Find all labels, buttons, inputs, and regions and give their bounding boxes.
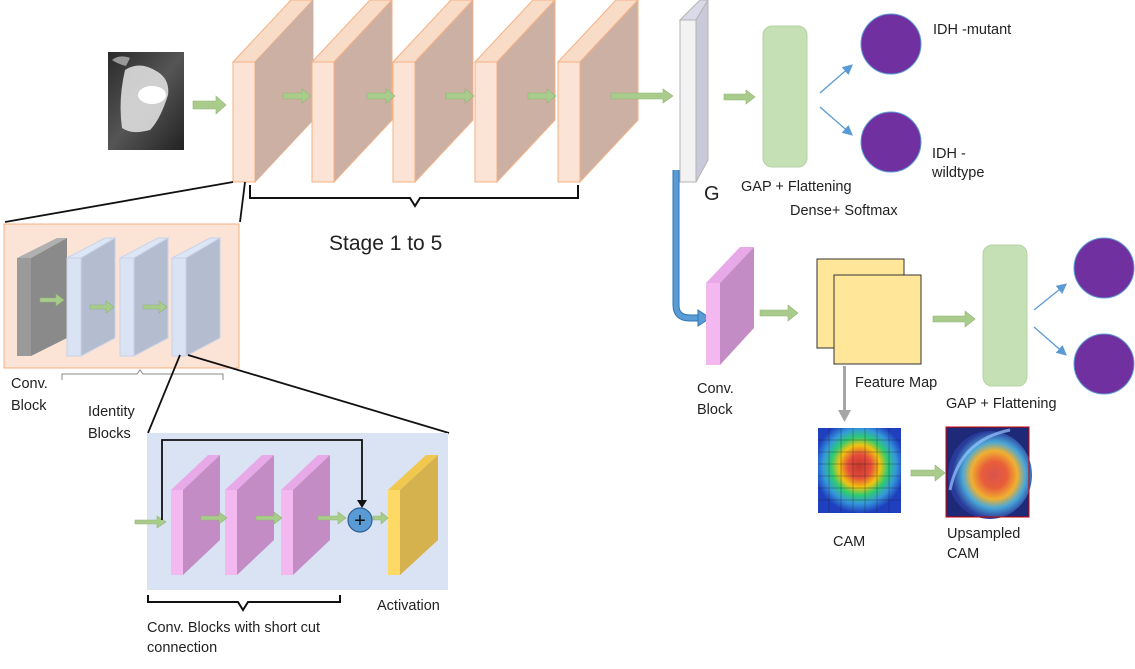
conv-block-right: [706, 247, 754, 365]
upsampled-cam: [945, 426, 1032, 519]
blue-branch-arrow: [672, 170, 700, 322]
arrow-input: [192, 95, 227, 115]
class-arrows-top: [819, 64, 853, 136]
conv-block-magenta-3: [281, 455, 330, 575]
arrow-g: [723, 89, 756, 105]
activation-block: [388, 455, 438, 575]
identity-blocks-label-2: Blocks: [88, 426, 131, 442]
cam-label: CAM: [833, 534, 866, 550]
arrow-s2: [366, 88, 396, 104]
upsampled-cam-label-1: Upsampled: [947, 526, 1021, 542]
dense-softmax-label: Dense+ Softmax: [790, 203, 898, 219]
stage-block-2: [310, 0, 393, 184]
stage-bracket: [249, 185, 579, 208]
idh-wildtype-label-1: IDH -: [932, 146, 966, 162]
green-arrows-identity: [39, 293, 168, 314]
stage-block-4: [473, 0, 556, 184]
class-node-idh-wildtype: [860, 111, 922, 173]
blue-branch-arrow-inner: [673, 170, 700, 321]
identity-blocks-label-1: Identity: [88, 404, 135, 420]
sum-node: [347, 507, 373, 533]
conv-shortcut-label-1: Conv. Blocks with short cut: [147, 620, 320, 636]
arrow-s4: [527, 88, 557, 104]
stage-block-5: [556, 0, 639, 184]
upsampled-cam-label-2: CAM: [947, 546, 980, 562]
class-node-bottom-2: [1073, 333, 1135, 395]
stage-block-1-face: [255, 0, 313, 182]
conv-block-left-label-2: Block: [11, 398, 47, 414]
dense-layer-top: [762, 25, 808, 168]
conv-block-left-label-1: Conv.: [11, 376, 48, 392]
green-arrows-main: [192, 88, 756, 115]
shortcut-connection: [161, 439, 363, 520]
blue-branch-arrowhead: [697, 309, 711, 327]
identity-bracket: [61, 369, 224, 380]
arrow-s3: [445, 88, 475, 104]
shortcut-arrowhead: [357, 500, 367, 508]
conv-block-grey: [17, 238, 67, 356]
activation-label: Activation: [377, 598, 440, 614]
feature-map-label: Feature Map: [855, 375, 938, 391]
identity-block-2: [119, 237, 170, 357]
stage-label: Stage 1 to 5: [329, 232, 443, 255]
idh-wildtype-label-2: wildtype: [932, 165, 985, 181]
mri-input-image: [108, 52, 184, 150]
identity-block-3: [171, 237, 222, 357]
conv-block-magenta-2: [225, 455, 274, 575]
class-arrows-bottom: [1033, 283, 1068, 356]
conv-shortcut-label-2: connection: [147, 640, 218, 656]
gap-flatten-top-label: GAP + Flattening: [741, 179, 852, 195]
conv-block-magenta-1: [171, 455, 220, 575]
conv-block-right-label-2: Block: [697, 402, 733, 418]
arrow-to-dense-bottom: [932, 310, 976, 328]
conv-shortcut-bracket: [147, 595, 341, 612]
arrow-s5: [610, 88, 674, 104]
arrow-to-upsampled: [910, 464, 946, 482]
sum-symbol: +: [354, 510, 366, 532]
dense-layer-bottom: [982, 244, 1028, 387]
idh-mutant-label: IDH -mutant: [933, 22, 1012, 38]
identity-block-1: [66, 237, 117, 357]
class-node-idh-mutant: [860, 13, 922, 75]
stage-block-3: [391, 0, 474, 184]
cam-heatmap: [818, 428, 901, 513]
feature-map-front: [833, 274, 922, 365]
green-arrows-conv: [134, 511, 389, 529]
gap-flatten-bottom-label: GAP + Flattening: [946, 396, 1057, 412]
arrow-to-cam: [838, 366, 851, 422]
gap-vector-g: [678, 0, 709, 183]
arrow-s1: [282, 88, 312, 104]
arrow-to-feature-map: [759, 304, 799, 322]
zoom-lines-stage: [4, 181, 246, 223]
class-node-bottom-1: [1073, 237, 1135, 299]
conv-block-right-label-1: Conv.: [697, 381, 734, 397]
g-label: G: [704, 183, 720, 205]
zoom-lines-identity: [147, 354, 450, 434]
